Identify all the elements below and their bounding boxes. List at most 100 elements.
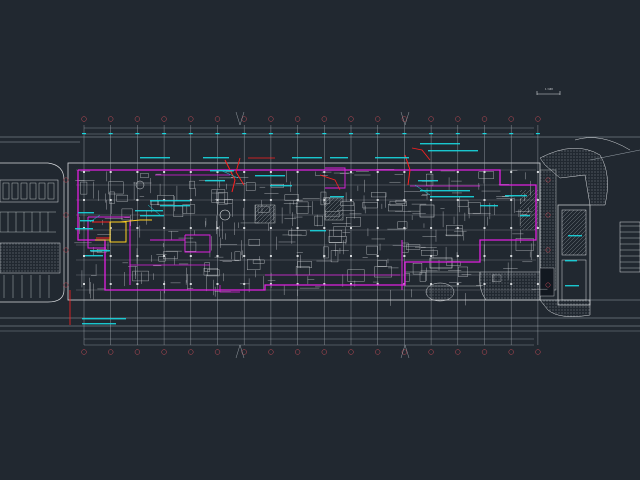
structural-column: [109, 255, 112, 257]
cyan-dim-tick: [82, 133, 86, 135]
scale-bar: 1:100: [536, 87, 561, 95]
cyan-dim-tick: [402, 133, 407, 135]
structural-column: [483, 227, 486, 229]
structural-column: [536, 283, 539, 285]
grid-bubble-top: [455, 116, 461, 122]
structural-column: [323, 171, 326, 173]
cyan-note-line: [82, 318, 126, 320]
room-box: [109, 191, 115, 204]
room-box: [132, 270, 149, 282]
structural-column: [456, 199, 459, 201]
room-box: [467, 202, 481, 214]
grid-bubble-side: [63, 177, 69, 183]
structural-column: [456, 283, 459, 285]
cyan-dim-tick: [108, 133, 113, 135]
structural-column: [136, 283, 139, 285]
cyan-note-line: [420, 190, 470, 192]
room-box: [121, 208, 133, 221]
room-box: [426, 173, 434, 186]
structural-column: [323, 227, 326, 229]
structural-column: [483, 199, 486, 201]
cyan-note-line: [568, 235, 582, 237]
angled-axis: [400, 344, 406, 359]
grid-bubble-bottom: [481, 349, 488, 355]
magenta-room: [184, 234, 211, 253]
cyan-note-line: [505, 195, 527, 197]
room-box: [328, 236, 347, 243]
grid-bubble-bottom: [508, 349, 514, 355]
left-block-outline: [0, 162, 65, 303]
grid-bubble-top: [188, 116, 194, 122]
structural-column: [163, 227, 166, 229]
room-box: [366, 245, 378, 255]
annex-building: [557, 204, 591, 306]
stair-core: [254, 204, 276, 224]
grid-bubble-bottom: [214, 349, 221, 355]
room-box: [284, 194, 299, 201]
structural-column: [189, 199, 192, 201]
structural-column: [189, 283, 192, 285]
structural-column: [510, 199, 513, 201]
structural-column: [189, 171, 192, 173]
cyan-note-line: [292, 157, 322, 159]
main-building: [67, 162, 557, 302]
structural-column: [163, 283, 166, 285]
round-feature: [219, 209, 231, 221]
structural-column: [510, 283, 513, 285]
structural-column: [430, 283, 433, 285]
room-box: [515, 238, 534, 251]
cyan-note-line: [375, 157, 409, 159]
grid-bubble-bottom: [188, 349, 194, 355]
structural-column: [403, 171, 406, 173]
room-box: [288, 230, 307, 236]
room-box: [492, 274, 502, 282]
grid-bubble-side: [545, 177, 551, 183]
magenta-boundary-main: [77, 169, 537, 291]
room-box: [204, 262, 210, 272]
room-box: [218, 192, 228, 205]
room-box: [211, 189, 226, 203]
dark-zone: [539, 267, 555, 297]
structural-column: [536, 255, 539, 257]
cyan-note-line: [520, 215, 530, 217]
structural-column: [430, 227, 433, 229]
cyan-note-line: [140, 157, 170, 159]
structural-column: [456, 227, 459, 229]
angled-axis: [239, 344, 245, 359]
grid-bubble-bottom: [535, 349, 541, 355]
annex-core: [561, 209, 587, 256]
structural-column: [109, 171, 112, 173]
room-box: [345, 217, 361, 227]
cyan-note-line: [140, 215, 164, 217]
room-box: [429, 257, 453, 269]
structural-column: [216, 171, 219, 173]
structural-column: [83, 171, 85, 173]
red-pipe: [224, 159, 236, 193]
cyan-dim-tick: [295, 133, 300, 135]
structural-column: [269, 255, 272, 257]
angled-axis: [239, 111, 245, 126]
room-box: [248, 239, 260, 246]
room-box: [245, 182, 256, 191]
structural-column: [376, 255, 379, 257]
cyan-dim-tick: [375, 133, 380, 135]
structural-column: [296, 283, 299, 285]
grid-bubble-bottom: [241, 349, 247, 355]
structural-column: [216, 255, 219, 257]
structural-column: [456, 255, 459, 257]
room-box: [80, 181, 88, 195]
grid-bubble-top: [481, 116, 488, 122]
cyan-note-line: [90, 250, 110, 252]
structural-column: [216, 199, 219, 201]
room-box: [388, 204, 403, 212]
structural-column: [350, 255, 352, 257]
room-box: [397, 221, 408, 229]
cyan-dim-tick: [135, 133, 140, 135]
cyan-dim-tick: [429, 133, 434, 135]
structural-column: [243, 199, 246, 201]
room-box: [362, 202, 378, 209]
cyan-note-line: [270, 185, 292, 187]
cyan-note-line: [565, 260, 577, 262]
